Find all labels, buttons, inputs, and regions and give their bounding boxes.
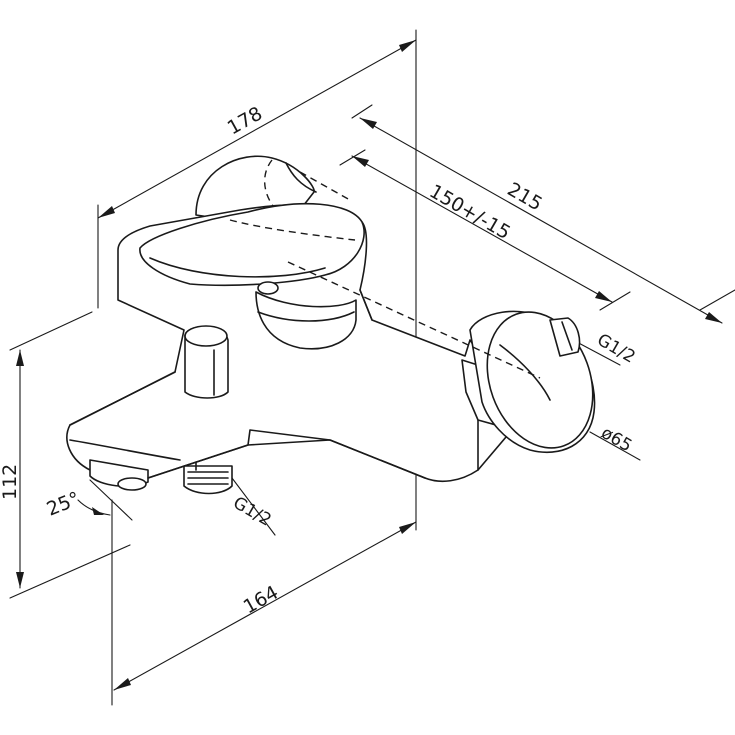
mixer-body xyxy=(66,155,596,495)
dim-flange-diameter: ø65 xyxy=(598,423,636,456)
dim-depth-total: 215 xyxy=(504,178,546,215)
dim-inlet-thread: G1/2 xyxy=(230,493,275,531)
dimension-lines xyxy=(9,29,735,706)
dim-spout-angle: 25° xyxy=(44,488,83,521)
dim-bottom-width: 164 xyxy=(240,582,282,619)
dim-outlet-thread: G1/2 xyxy=(594,330,639,368)
dim-depth-adjust: 150+/-15 xyxy=(426,180,515,244)
dim-top-width: 178 xyxy=(224,103,266,140)
dim-height: 112 xyxy=(0,464,21,500)
